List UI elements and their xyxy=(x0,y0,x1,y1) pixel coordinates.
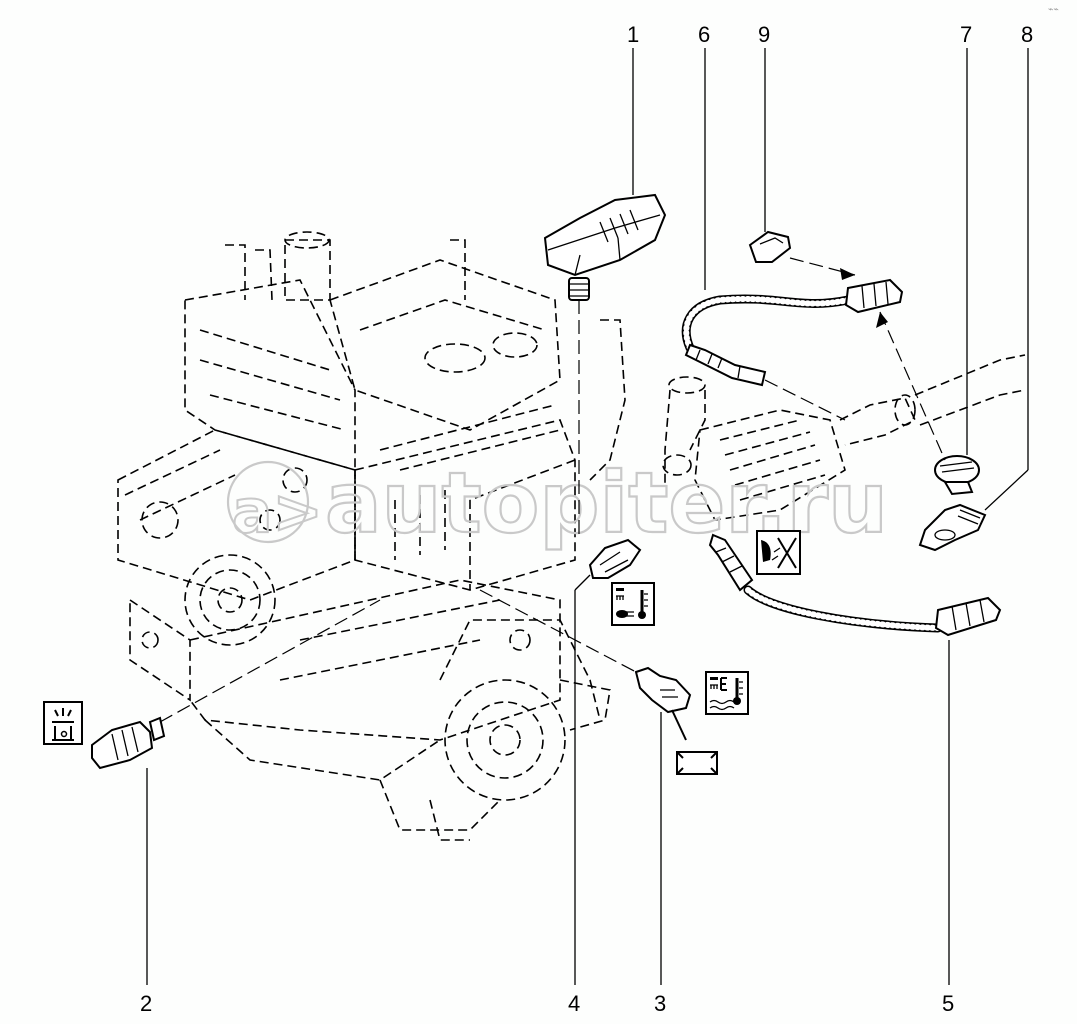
part-6-upstream-oxygen-sensor[interactable] xyxy=(681,278,904,387)
corner-mark: ⌁⌁ xyxy=(1048,4,1059,14)
coolant-temperature-symbol xyxy=(705,671,749,715)
callout-7[interactable]: 7 xyxy=(960,22,972,47)
watermark-text: autopiter.ru xyxy=(325,454,888,552)
callout-5[interactable]: 5 xyxy=(942,991,954,1016)
air-temperature-symbol xyxy=(611,582,655,626)
leader-lines xyxy=(146,48,1029,985)
oil-pressure-symbol xyxy=(43,701,83,745)
exhaust-catalyst-outline xyxy=(662,354,1026,521)
part-2-oil-pressure-switch[interactable] xyxy=(91,716,166,770)
part-3-coolant-temperature-sensor[interactable] xyxy=(634,666,692,714)
part-7-connector-grommet[interactable] xyxy=(934,455,980,496)
callout-1[interactable]: 1 xyxy=(627,22,639,47)
callout-3[interactable]: 3 xyxy=(654,991,666,1016)
part-8-connector-bracket[interactable] xyxy=(918,503,987,552)
callout-8[interactable]: 8 xyxy=(1021,22,1033,47)
part-4-air-temperature-sensor[interactable] xyxy=(588,538,642,579)
callout-labels: 1 6 9 7 8 2 4 3 5 xyxy=(140,22,1033,1016)
callout-4[interactable]: 4 xyxy=(568,991,580,1016)
explode-lines xyxy=(159,257,946,741)
watermark-logo: a> xyxy=(232,477,323,547)
part-9-connector-clip[interactable] xyxy=(748,230,792,263)
callout-9[interactable]: 9 xyxy=(758,22,770,47)
part-5-downstream-oxygen-sensor[interactable] xyxy=(708,533,1002,637)
callout-2[interactable]: 2 xyxy=(140,991,152,1016)
engine-block-outline xyxy=(117,231,626,841)
oxygen-sensor-symbol xyxy=(756,530,801,575)
callout-6[interactable]: 6 xyxy=(698,22,710,47)
part-1-manifold-pressure-sensor[interactable] xyxy=(543,193,667,301)
connector-symbol xyxy=(676,751,718,775)
